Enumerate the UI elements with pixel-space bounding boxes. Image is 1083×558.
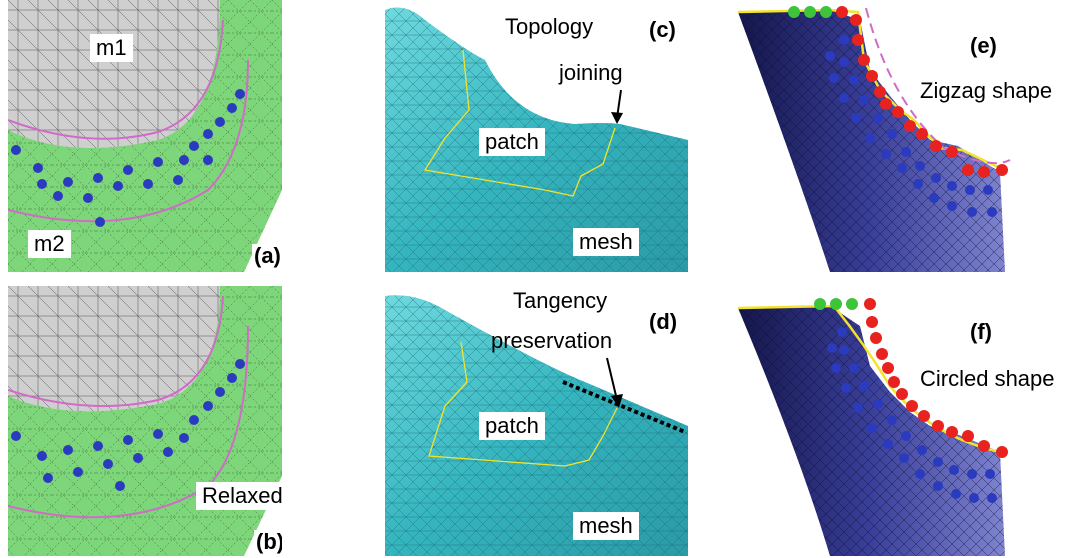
panel-tag-f: (f) xyxy=(968,319,994,344)
label-m2: m2 xyxy=(28,230,71,258)
label-m1: m1 xyxy=(90,34,133,62)
patch-boundary xyxy=(428,341,618,467)
arrow-line xyxy=(606,357,618,401)
green-node-set xyxy=(788,6,832,18)
pink-boundary xyxy=(8,19,224,140)
panel-a: m1 m2 (a) xyxy=(8,0,282,272)
blue-node-set xyxy=(11,359,245,491)
blue-node-set xyxy=(825,35,997,217)
panel-e-mesh-figure xyxy=(737,6,1011,272)
title-c-line2: joining xyxy=(559,60,623,85)
panel-f-mesh-figure xyxy=(737,298,1008,556)
panel-e: (e) Zigzag shape xyxy=(730,0,1083,272)
caption-zigzag: Zigzag shape xyxy=(920,78,1053,103)
panel-tag-e: (e) xyxy=(968,33,999,58)
caption-circled: Circled shape xyxy=(920,366,1055,391)
panel-c: Topology joining (c) patch mesh xyxy=(385,0,688,272)
label-mesh-c: mesh xyxy=(573,228,639,256)
panel-tag-b: (b) xyxy=(254,530,282,554)
red-node-set xyxy=(836,6,1008,178)
red-node-set xyxy=(864,298,1008,458)
panel-a-mesh-figure xyxy=(8,0,282,272)
arrow-head xyxy=(611,394,623,408)
panel-b: Relaxed nodes (b) xyxy=(8,286,282,556)
blue-node-set xyxy=(11,89,245,227)
panel-b-mesh-figure xyxy=(8,286,282,556)
title-d-line2: preservation xyxy=(491,328,613,353)
title-d-line1: Tangency xyxy=(513,288,608,313)
panel-f: (f) Circled shape xyxy=(730,286,1083,556)
label-patch-d: patch xyxy=(479,412,545,440)
blue-node-set xyxy=(827,327,997,503)
panel-tag-d: (d) xyxy=(647,309,680,334)
arrow-head xyxy=(611,112,623,124)
caption-relaxed-nodes: Relaxed nodes xyxy=(196,482,282,510)
label-patch-c: patch xyxy=(479,128,545,156)
tangent-line xyxy=(562,380,686,434)
patch-boundary xyxy=(423,49,616,197)
panel-tag-a: (a) xyxy=(252,243,282,268)
panel-d: Tangency preservation (d) patch mesh xyxy=(385,286,688,556)
title-c-line1: Topology xyxy=(505,14,594,39)
green-node-set xyxy=(814,298,858,310)
panel-tag-c: (c) xyxy=(647,17,678,42)
label-mesh-d: mesh xyxy=(573,512,639,540)
